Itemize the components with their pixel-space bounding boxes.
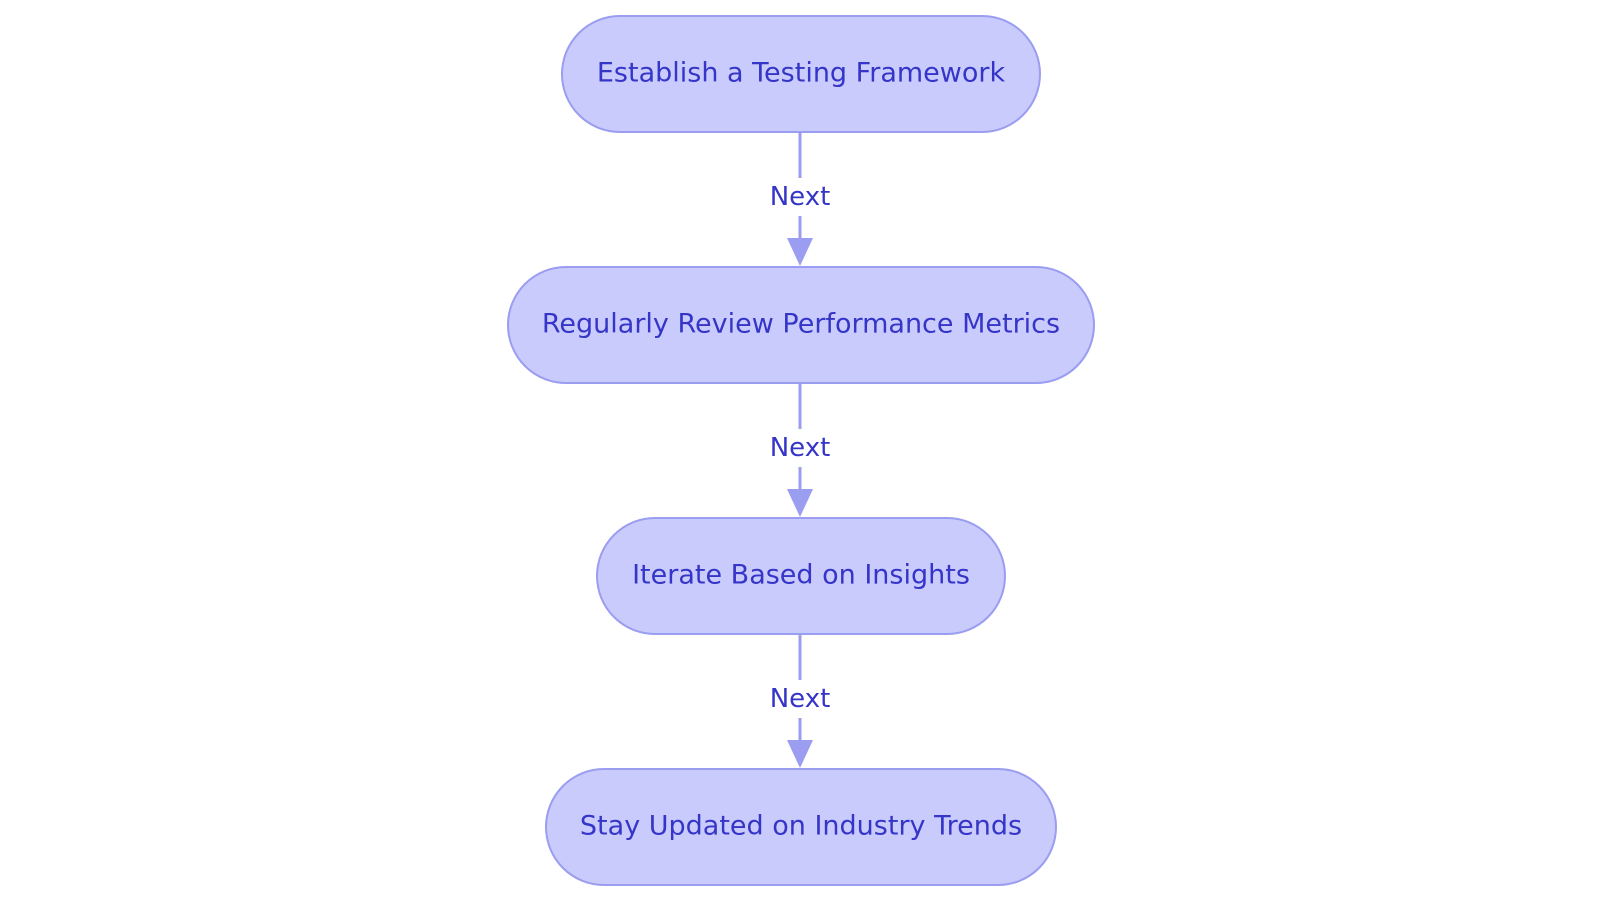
- node-shape: [561, 15, 1041, 133]
- node-establish-testing-framework[interactable]: Establish a Testing Framework: [561, 15, 1041, 133]
- edge-label-text: Next: [770, 684, 831, 714]
- edge-label-text: Next: [770, 433, 831, 463]
- node-label: Regularly Review Performance Metrics: [542, 309, 1060, 340]
- edge-label-2: Next: [765, 429, 835, 467]
- node-shape: [545, 768, 1057, 886]
- nodes: Establish a Testing Framework Regularly …: [507, 15, 1095, 886]
- edge-label-1: Next: [765, 178, 835, 216]
- node-iterate-based-on-insights[interactable]: Iterate Based on Insights: [596, 517, 1006, 635]
- node-review-performance-metrics[interactable]: Regularly Review Performance Metrics: [507, 266, 1095, 384]
- arrowhead-icon: [787, 489, 813, 517]
- node-label: Iterate Based on Insights: [632, 560, 970, 591]
- edge-label-3: Next: [765, 680, 835, 718]
- node-stay-updated-industry-trends[interactable]: Stay Updated on Industry Trends: [545, 768, 1057, 886]
- arrowhead-icon: [787, 238, 813, 266]
- edge-labels: Next Next Next: [765, 178, 835, 718]
- node-shape: [596, 517, 1006, 635]
- node-label: Stay Updated on Industry Trends: [580, 811, 1022, 842]
- node-label: Establish a Testing Framework: [597, 58, 1006, 89]
- arrowhead-icon: [787, 740, 813, 768]
- edge-label-text: Next: [770, 182, 831, 212]
- node-shape: [507, 266, 1095, 384]
